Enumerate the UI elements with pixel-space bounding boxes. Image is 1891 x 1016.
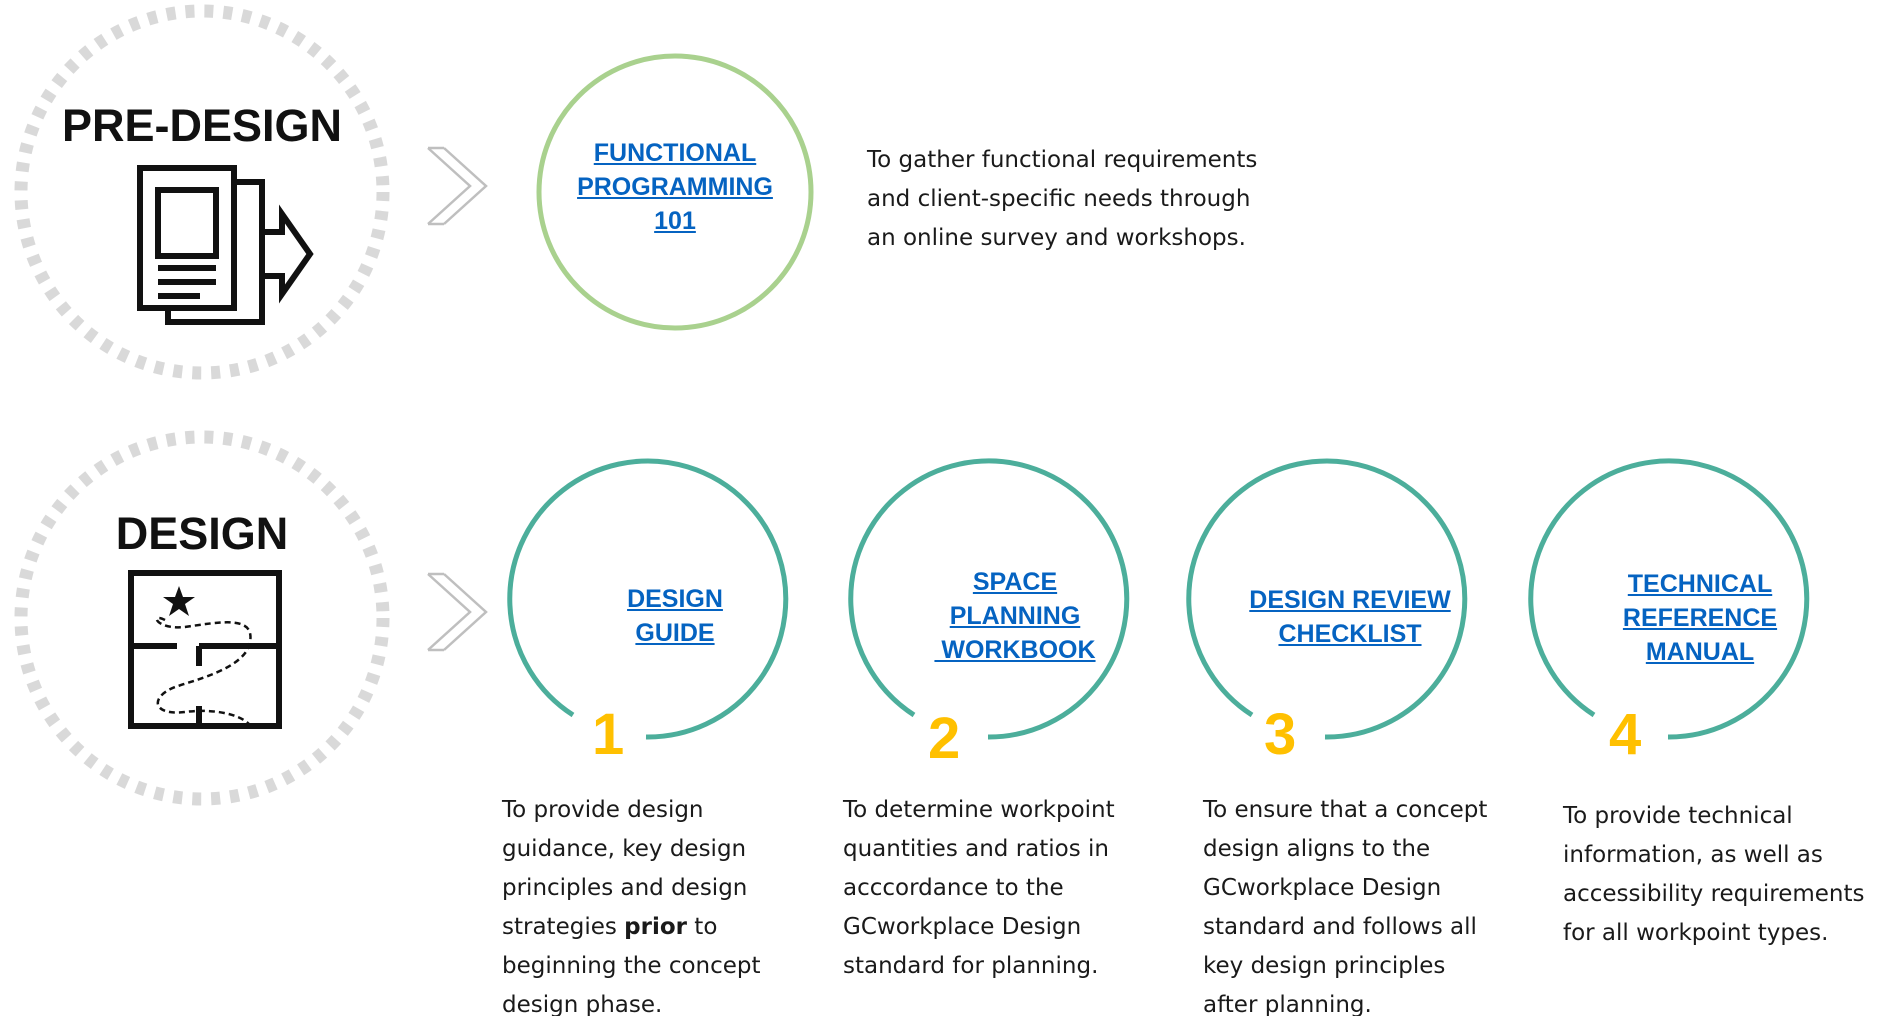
step-2-arc (848, 458, 1130, 740)
step-1-arc (507, 458, 789, 740)
description-line: GCworkplace Design (1203, 875, 1442, 901)
description-line: strategies prior to (502, 914, 718, 940)
link-line: REFERENCE (1622, 604, 1778, 632)
description-line: and client-specific needs through (867, 186, 1251, 212)
description-line: accessibility requirements (1563, 881, 1865, 907)
functional-programming-circle (536, 53, 814, 331)
description-line: design phase. (502, 992, 663, 1016)
description-line: To determine workpoint (843, 797, 1115, 823)
description-line: for all workpoint types. (1563, 920, 1829, 946)
link-line: PROGRAMMING (577, 173, 773, 201)
predesign-dotted-ring (14, 4, 390, 380)
link-line: DESIGN (627, 585, 723, 613)
phase-title-design: DESIGN (115, 508, 289, 559)
chevron-right-icon-predesign (427, 146, 488, 226)
link-line: WORKBOOK (934, 636, 1096, 664)
link-line: GUIDE (635, 619, 715, 647)
description-line: quantities and ratios in (843, 836, 1109, 862)
description-line: key design principles (1203, 953, 1446, 979)
description-line: beginning the concept (502, 953, 761, 979)
technical-reference-manual-description: To provide technical information, as wel… (1563, 797, 1865, 953)
design-guide-description: To provide design guidance, key design p… (502, 791, 761, 1016)
description-line: standard for planning. (843, 953, 1099, 979)
step-number-1: 1 (592, 702, 625, 767)
description-line: acccordance to the (843, 875, 1064, 901)
description-line: To gather functional requirements (867, 147, 1258, 173)
step-number-3: 3 (1264, 702, 1297, 767)
design-dotted-ring (14, 430, 390, 806)
link-line: TECHNICAL (1627, 570, 1773, 598)
description-line: To provide technical (1563, 803, 1793, 829)
link-line: MANUAL (1645, 638, 1755, 666)
step-number-2: 2 (928, 706, 961, 771)
phase-title-predesign: PRE-DESIGN (61, 100, 343, 151)
design-guide-link[interactable]: DESIGN GUIDE (575, 582, 775, 650)
chevron-right-icon-design (427, 572, 488, 652)
functional-programming-link[interactable]: FUNCTIONAL PROGRAMMING 101 (545, 136, 805, 238)
description-line: design aligns to the (1203, 836, 1431, 862)
design-review-checklist-description: To ensure that a concept design aligns t… (1203, 791, 1487, 1016)
link-line: FUNCTIONAL (593, 139, 757, 167)
link-line: CHECKLIST (1278, 620, 1422, 648)
step-number-4: 4 (1609, 702, 1642, 767)
link-line: PLANNING (949, 602, 1081, 630)
design-review-checklist-link[interactable]: DESIGN REVIEW CHECKLIST (1230, 583, 1470, 651)
step-4-arc (1528, 458, 1810, 740)
description-line: To ensure that a concept (1203, 797, 1488, 823)
document-export-icon (137, 165, 314, 325)
description-line: after planning. (1203, 992, 1372, 1016)
description-line: To provide design (502, 797, 704, 823)
description-line: information, as well as (1563, 842, 1823, 868)
functional-programming-description: To gather functional requirements and cl… (867, 141, 1257, 258)
description-line: standard and follows all (1203, 914, 1477, 940)
description-line: GCworkplace Design (843, 914, 1082, 940)
link-line: 101 (654, 207, 696, 235)
link-line: SPACE (972, 568, 1058, 596)
description-line: principles and design (502, 875, 748, 901)
space-planning-workbook-description: To determine workpoint quantities and ra… (843, 791, 1115, 986)
technical-reference-manual-link[interactable]: TECHNICAL REFERENCE MANUAL (1580, 567, 1820, 669)
link-line: DESIGN REVIEW (1249, 586, 1451, 614)
step-3-arc (1186, 458, 1468, 740)
description-line: an online survey and workshops. (867, 225, 1246, 251)
description-line: guidance, key design (502, 836, 747, 862)
space-planning-workbook-link[interactable]: SPACE PLANNING WORKBOOK (895, 565, 1135, 667)
floor-plan-path-icon (128, 570, 282, 729)
